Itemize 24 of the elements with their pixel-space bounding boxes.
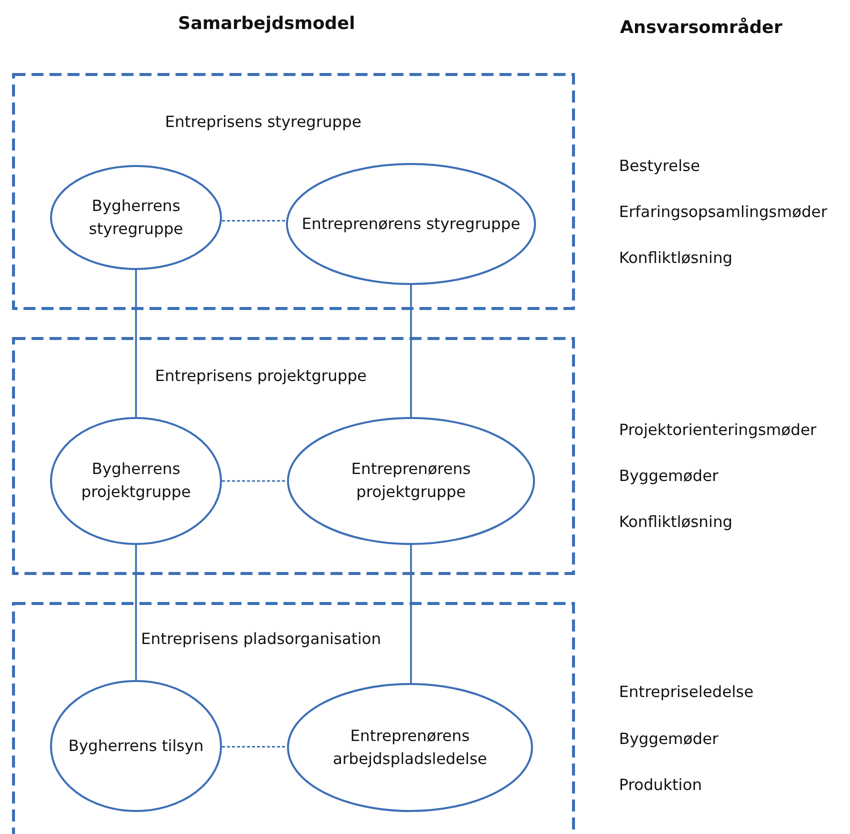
connector-line	[135, 545, 137, 680]
node-label: Bygherrens styregruppe	[88, 196, 184, 240]
diagram-title: Samarbejdsmodel	[178, 14, 356, 34]
dotted-connector	[222, 480, 287, 482]
node-label: Entreprenørens projektgruppe	[350, 459, 472, 503]
connector-line	[410, 545, 412, 683]
dotted-connector	[222, 220, 286, 222]
responsibility-label: Konfliktløsning	[619, 513, 732, 531]
responsibility-label: Projektorienteringsmøder	[619, 421, 816, 439]
node-label: Bygherrens tilsyn	[67, 736, 205, 756]
responsibility-label: Byggemøder	[619, 730, 718, 748]
responsibility-label: Byggemøder	[619, 467, 718, 485]
responsibility-label: Entrepriseledelse	[619, 683, 754, 701]
responsibility-label: Erfaringsopsamlingsmøder	[619, 203, 828, 221]
connector-line	[135, 270, 137, 417]
responsibility-label: Konfliktløsning	[619, 249, 732, 267]
node-label: Entreprenørens arbejdspladsledelse	[332, 726, 488, 770]
column-heading: Ansvarsområder	[620, 18, 782, 38]
responsibility-label: Bestyrelse	[619, 157, 700, 175]
node-label: Entreprenørens styregruppe	[300, 214, 522, 234]
connector-line	[410, 285, 412, 417]
responsibility-label: Produktion	[619, 776, 702, 794]
dotted-connector	[222, 746, 287, 748]
node-label: Bygherrens projektgruppe	[80, 459, 192, 503]
